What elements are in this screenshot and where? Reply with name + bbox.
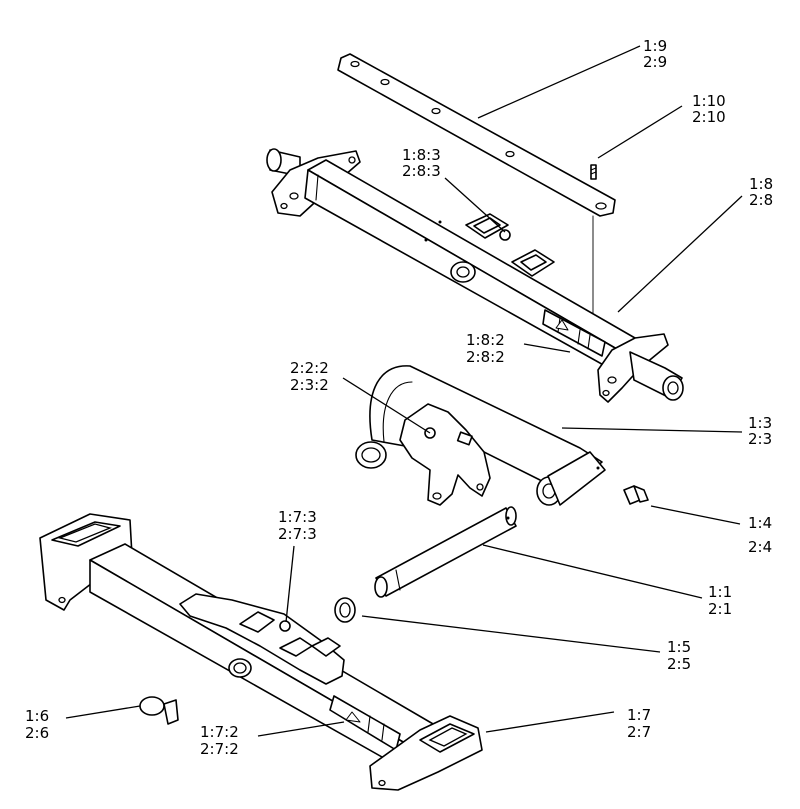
callout-line1: 1:7:3 (278, 508, 317, 526)
callout-2-2-2: 2:2:2 2:3:2 (290, 359, 329, 394)
callout-line2: 2:8:2 (466, 348, 505, 366)
callout-line1: 1:8:2 (466, 331, 505, 349)
callout-line1: 1:4 (748, 514, 772, 532)
callout-line2: 2:4 (748, 538, 772, 556)
lower-beam-part (39, 513, 483, 791)
callout-1-3: 1:3 2:3 (748, 414, 772, 448)
callout-line1: 1:1 (708, 583, 732, 601)
callout-1-5: 1:5 2:5 (667, 638, 691, 673)
callout-line1: 1:7 (627, 706, 651, 724)
callout-line2: 2:5 (667, 655, 691, 673)
callout-line2: 2:6 (25, 724, 49, 742)
callout-line1: 1:8 (749, 175, 773, 193)
leader-lines (65, 45, 743, 737)
callout-1-8: 1:8 2:8 (749, 175, 773, 209)
callout-1-6: 1:6 2:6 (25, 707, 49, 742)
callout-1-7: 1:7 2:7 (627, 706, 651, 741)
upper-beam-part (266, 148, 684, 403)
callout-1-8-3: 1:8:3 2:8:3 (402, 146, 441, 180)
hex-bolt-part (623, 485, 649, 505)
callout-line2: 2:1 (708, 600, 732, 618)
callout-line1: 1:10 (692, 92, 726, 110)
callout-line2: 2:7:3 (278, 525, 317, 543)
callout-line2: 2:7:2 (200, 740, 239, 758)
callout-line2: 2:3:2 (290, 376, 329, 394)
callout-line1: 1:8:3 (402, 146, 441, 164)
callout-1-9: 1:9 2:9 (643, 37, 667, 71)
pivot-pin-part (374, 506, 517, 598)
lynch-pin-part (139, 696, 179, 725)
callout-line1: 1:3 (748, 414, 772, 432)
callout-1-7-3: 1:7:3 2:7:3 (278, 508, 317, 543)
callout-line1: 1:5 (667, 638, 691, 656)
callout-1-10: 1:10 2:10 (692, 92, 726, 126)
callout-1-7-2: 1:7:2 2:7:2 (200, 723, 239, 758)
callout-line2: 2:9 (643, 53, 667, 71)
flat-bar-part (337, 53, 616, 217)
callout-line2: 2:10 (692, 108, 726, 126)
callout-line2: 2:8 (749, 191, 773, 209)
u-arm-part (355, 365, 606, 506)
callout-line2: 2:3 (748, 430, 772, 448)
callout-1-8-2: 1:8:2 2:8:2 (466, 331, 505, 366)
callout-line1: 1:7:2 (200, 723, 239, 741)
callout-line1: 2:2:2 (290, 359, 329, 377)
callout-1-4: 1:4 2:4 (748, 514, 772, 556)
washer-part (334, 597, 356, 623)
callout-line2: 2:7 (627, 723, 651, 741)
callout-line2: 2:8:3 (402, 162, 441, 180)
callout-line1: 1:6 (25, 707, 49, 725)
callout-1-1: 1:1 2:1 (708, 583, 732, 618)
callout-line1: 1:9 (643, 37, 667, 55)
